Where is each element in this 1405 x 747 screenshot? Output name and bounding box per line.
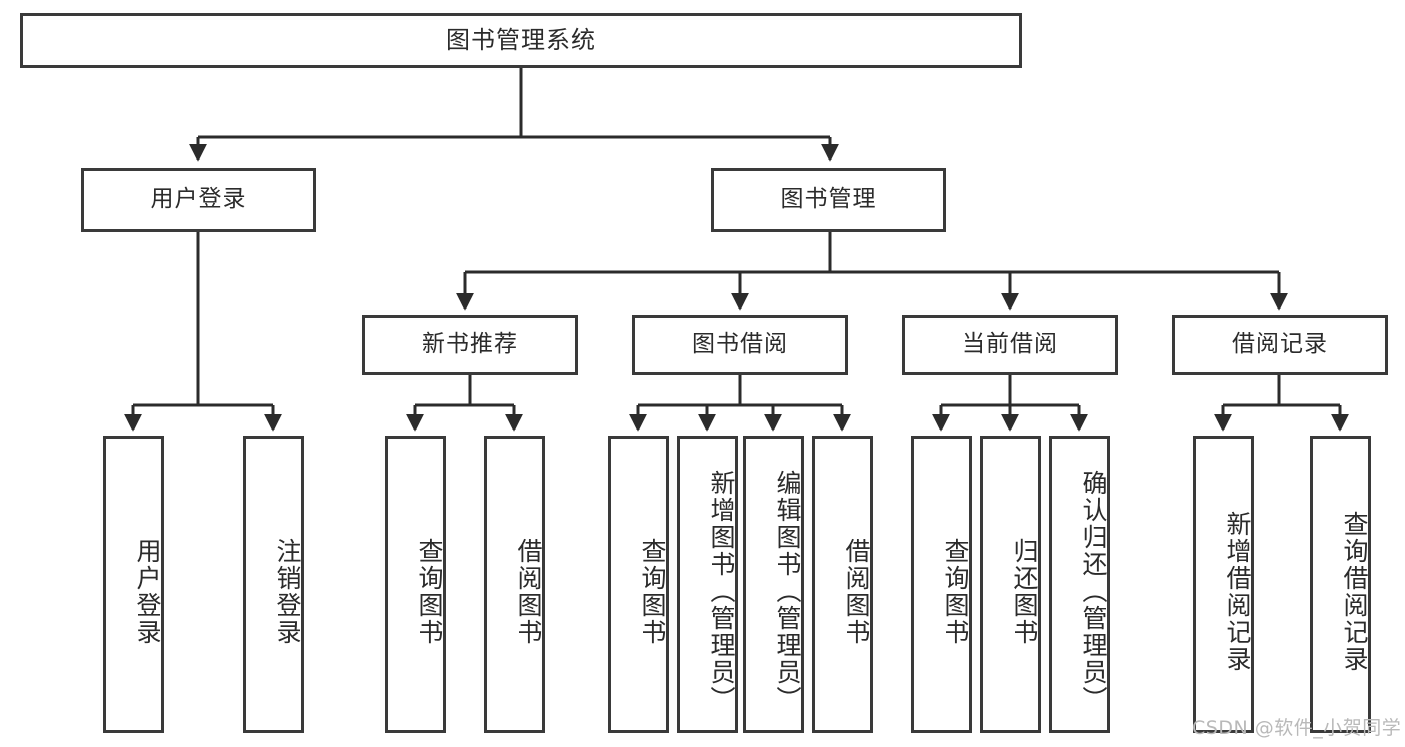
node-user-login[interactable]: 用户登录: [81, 168, 316, 232]
csdn-watermark: CSDN @软件_小贺同学: [1192, 717, 1402, 739]
node-label: 注销登录: [273, 537, 302, 646]
node-label: 查询图书: [638, 537, 667, 646]
node-label: 编辑图书（管理员）: [773, 470, 802, 713]
leaf-current-confirm-return-admin[interactable]: 确认归还（管理员）: [1049, 436, 1110, 733]
node-book-management[interactable]: 图书管理: [711, 168, 946, 232]
node-label: 借阅图书: [842, 537, 871, 646]
node-label: 图书管理系统: [446, 26, 596, 55]
leaf-record-add-record[interactable]: 新增借阅记录: [1193, 436, 1254, 733]
leaf-current-return-book[interactable]: 归还图书: [980, 436, 1041, 733]
node-label: 查询图书: [941, 537, 970, 646]
leaf-borrow-borrow-book[interactable]: 借阅图书: [812, 436, 873, 733]
node-label: 归还图书: [1010, 537, 1039, 646]
leaf-record-query-record[interactable]: 查询借阅记录: [1310, 436, 1371, 733]
node-book-borrow[interactable]: 图书借阅: [632, 315, 848, 375]
leaf-recommend-borrow-book[interactable]: 借阅图书: [484, 436, 545, 733]
leaf-current-query-book[interactable]: 查询图书: [911, 436, 972, 733]
node-label: 借阅记录: [1232, 331, 1328, 358]
node-label: 图书借阅: [692, 331, 788, 358]
leaf-borrow-edit-book-admin[interactable]: 编辑图书（管理员）: [743, 436, 804, 733]
node-label: 用户登录: [133, 537, 162, 646]
node-label: 新增借阅记录: [1223, 510, 1252, 673]
node-label: 用户登录: [150, 186, 247, 213]
node-label: 查询图书: [415, 537, 444, 646]
node-label: 图书管理: [780, 186, 877, 213]
node-new-book-recommend[interactable]: 新书推荐: [362, 315, 578, 375]
node-label: 新增图书（管理员）: [707, 470, 736, 713]
node-current-borrow[interactable]: 当前借阅: [902, 315, 1118, 375]
node-root-system[interactable]: 图书管理系统: [20, 13, 1022, 68]
leaf-borrow-query-book[interactable]: 查询图书: [608, 436, 669, 733]
leaf-borrow-add-book-admin[interactable]: 新增图书（管理员）: [677, 436, 738, 733]
leaf-recommend-query-book[interactable]: 查询图书: [385, 436, 446, 733]
node-borrow-record[interactable]: 借阅记录: [1172, 315, 1388, 375]
leaf-user-login-signin[interactable]: 用户登录: [103, 436, 164, 733]
node-label: 借阅图书: [514, 537, 543, 646]
node-label: 当前借阅: [962, 331, 1058, 358]
leaf-user-login-signout[interactable]: 注销登录: [243, 436, 304, 733]
node-label: 确认归还（管理员）: [1079, 470, 1108, 713]
node-label: 新书推荐: [422, 331, 518, 358]
node-label: 查询借阅记录: [1340, 510, 1369, 673]
